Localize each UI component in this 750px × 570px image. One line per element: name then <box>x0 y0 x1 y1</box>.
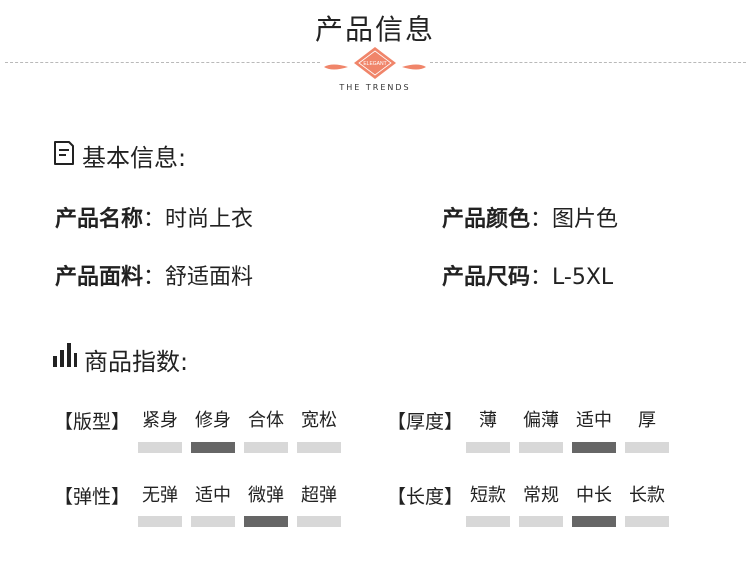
index-bar-selected <box>572 516 616 527</box>
index-option-label: 修身 <box>195 410 231 431</box>
info-label: 产品名称 <box>55 207 144 232</box>
ornament-right-icon <box>400 57 428 70</box>
info-row-color: 产品颜色：图片色 <box>442 201 618 233</box>
info-row-name: 产品名称：时尚上衣 <box>55 201 253 233</box>
info-row-size: 产品尺码：L-5XL <box>442 259 613 291</box>
info-colon: ： <box>143 207 166 232</box>
index-option-label: 中长 <box>576 485 612 506</box>
index-bar <box>244 442 288 453</box>
info-colon: ： <box>530 265 553 290</box>
index-bar <box>138 442 182 453</box>
index-option-label: 微弹 <box>248 485 284 506</box>
index-group-label: 【厚度】 <box>387 411 464 433</box>
index-option-label: 厚 <box>638 410 656 431</box>
index-bar <box>191 516 235 527</box>
index-bar <box>466 442 510 453</box>
bar-chart-icon <box>52 342 78 368</box>
diamond-badge-icon: ELEGANT <box>354 47 396 79</box>
index-bar <box>625 442 669 453</box>
index-bar <box>519 516 563 527</box>
index-bar <box>138 516 182 527</box>
info-label: 产品颜色 <box>442 207 531 232</box>
index-group-label: 【版型】 <box>54 411 131 433</box>
trends-subtitle: THE TRENDS <box>339 83 411 92</box>
index-option-label: 适中 <box>576 410 612 431</box>
index-bar <box>297 442 341 453</box>
basic-info-title: 基本信息: <box>82 144 187 172</box>
index-bar-selected <box>191 442 235 453</box>
product-index-title: 商品指数: <box>84 348 189 376</box>
divider-left <box>5 62 320 63</box>
index-group-label: 【长度】 <box>387 486 464 508</box>
index-option-label: 合体 <box>248 410 284 431</box>
index-option-label: 无弹 <box>142 485 178 506</box>
info-row-fabric: 产品面料：舒适面料 <box>55 259 253 291</box>
index-option-label: 超弹 <box>301 485 337 506</box>
divider-right <box>430 62 746 63</box>
page-title: 产品信息 <box>314 13 435 46</box>
index-option-label: 适中 <box>195 485 231 506</box>
index-option-label: 宽松 <box>301 410 337 431</box>
info-value: L-5XL <box>552 265 614 290</box>
index-bar-selected <box>572 442 616 453</box>
info-label: 产品尺码 <box>442 265 531 290</box>
index-bar-selected <box>244 516 288 527</box>
info-value: 时尚上衣 <box>165 207 254 232</box>
info-value: 舒适面料 <box>165 265 254 290</box>
index-group-label: 【弹性】 <box>54 486 131 508</box>
index-option-label: 紧身 <box>142 410 178 431</box>
info-value: 图片色 <box>552 207 619 232</box>
info-colon: ： <box>143 265 166 290</box>
badge-label: ELEGANT <box>363 61 386 67</box>
index-bar <box>625 516 669 527</box>
info-label: 产品面料 <box>55 265 144 290</box>
index-option-label: 偏薄 <box>523 410 559 431</box>
elegant-badge: ELEGANT <box>352 45 398 81</box>
index-bar <box>519 442 563 453</box>
index-option-label: 短款 <box>470 485 506 506</box>
ornament-left-icon <box>322 57 350 70</box>
document-icon <box>52 140 76 166</box>
index-option-label: 长款 <box>629 485 665 506</box>
index-bar <box>297 516 341 527</box>
index-bar <box>466 516 510 527</box>
index-option-label: 常规 <box>523 485 559 506</box>
index-option-label: 薄 <box>479 410 497 431</box>
info-colon: ： <box>530 207 553 232</box>
